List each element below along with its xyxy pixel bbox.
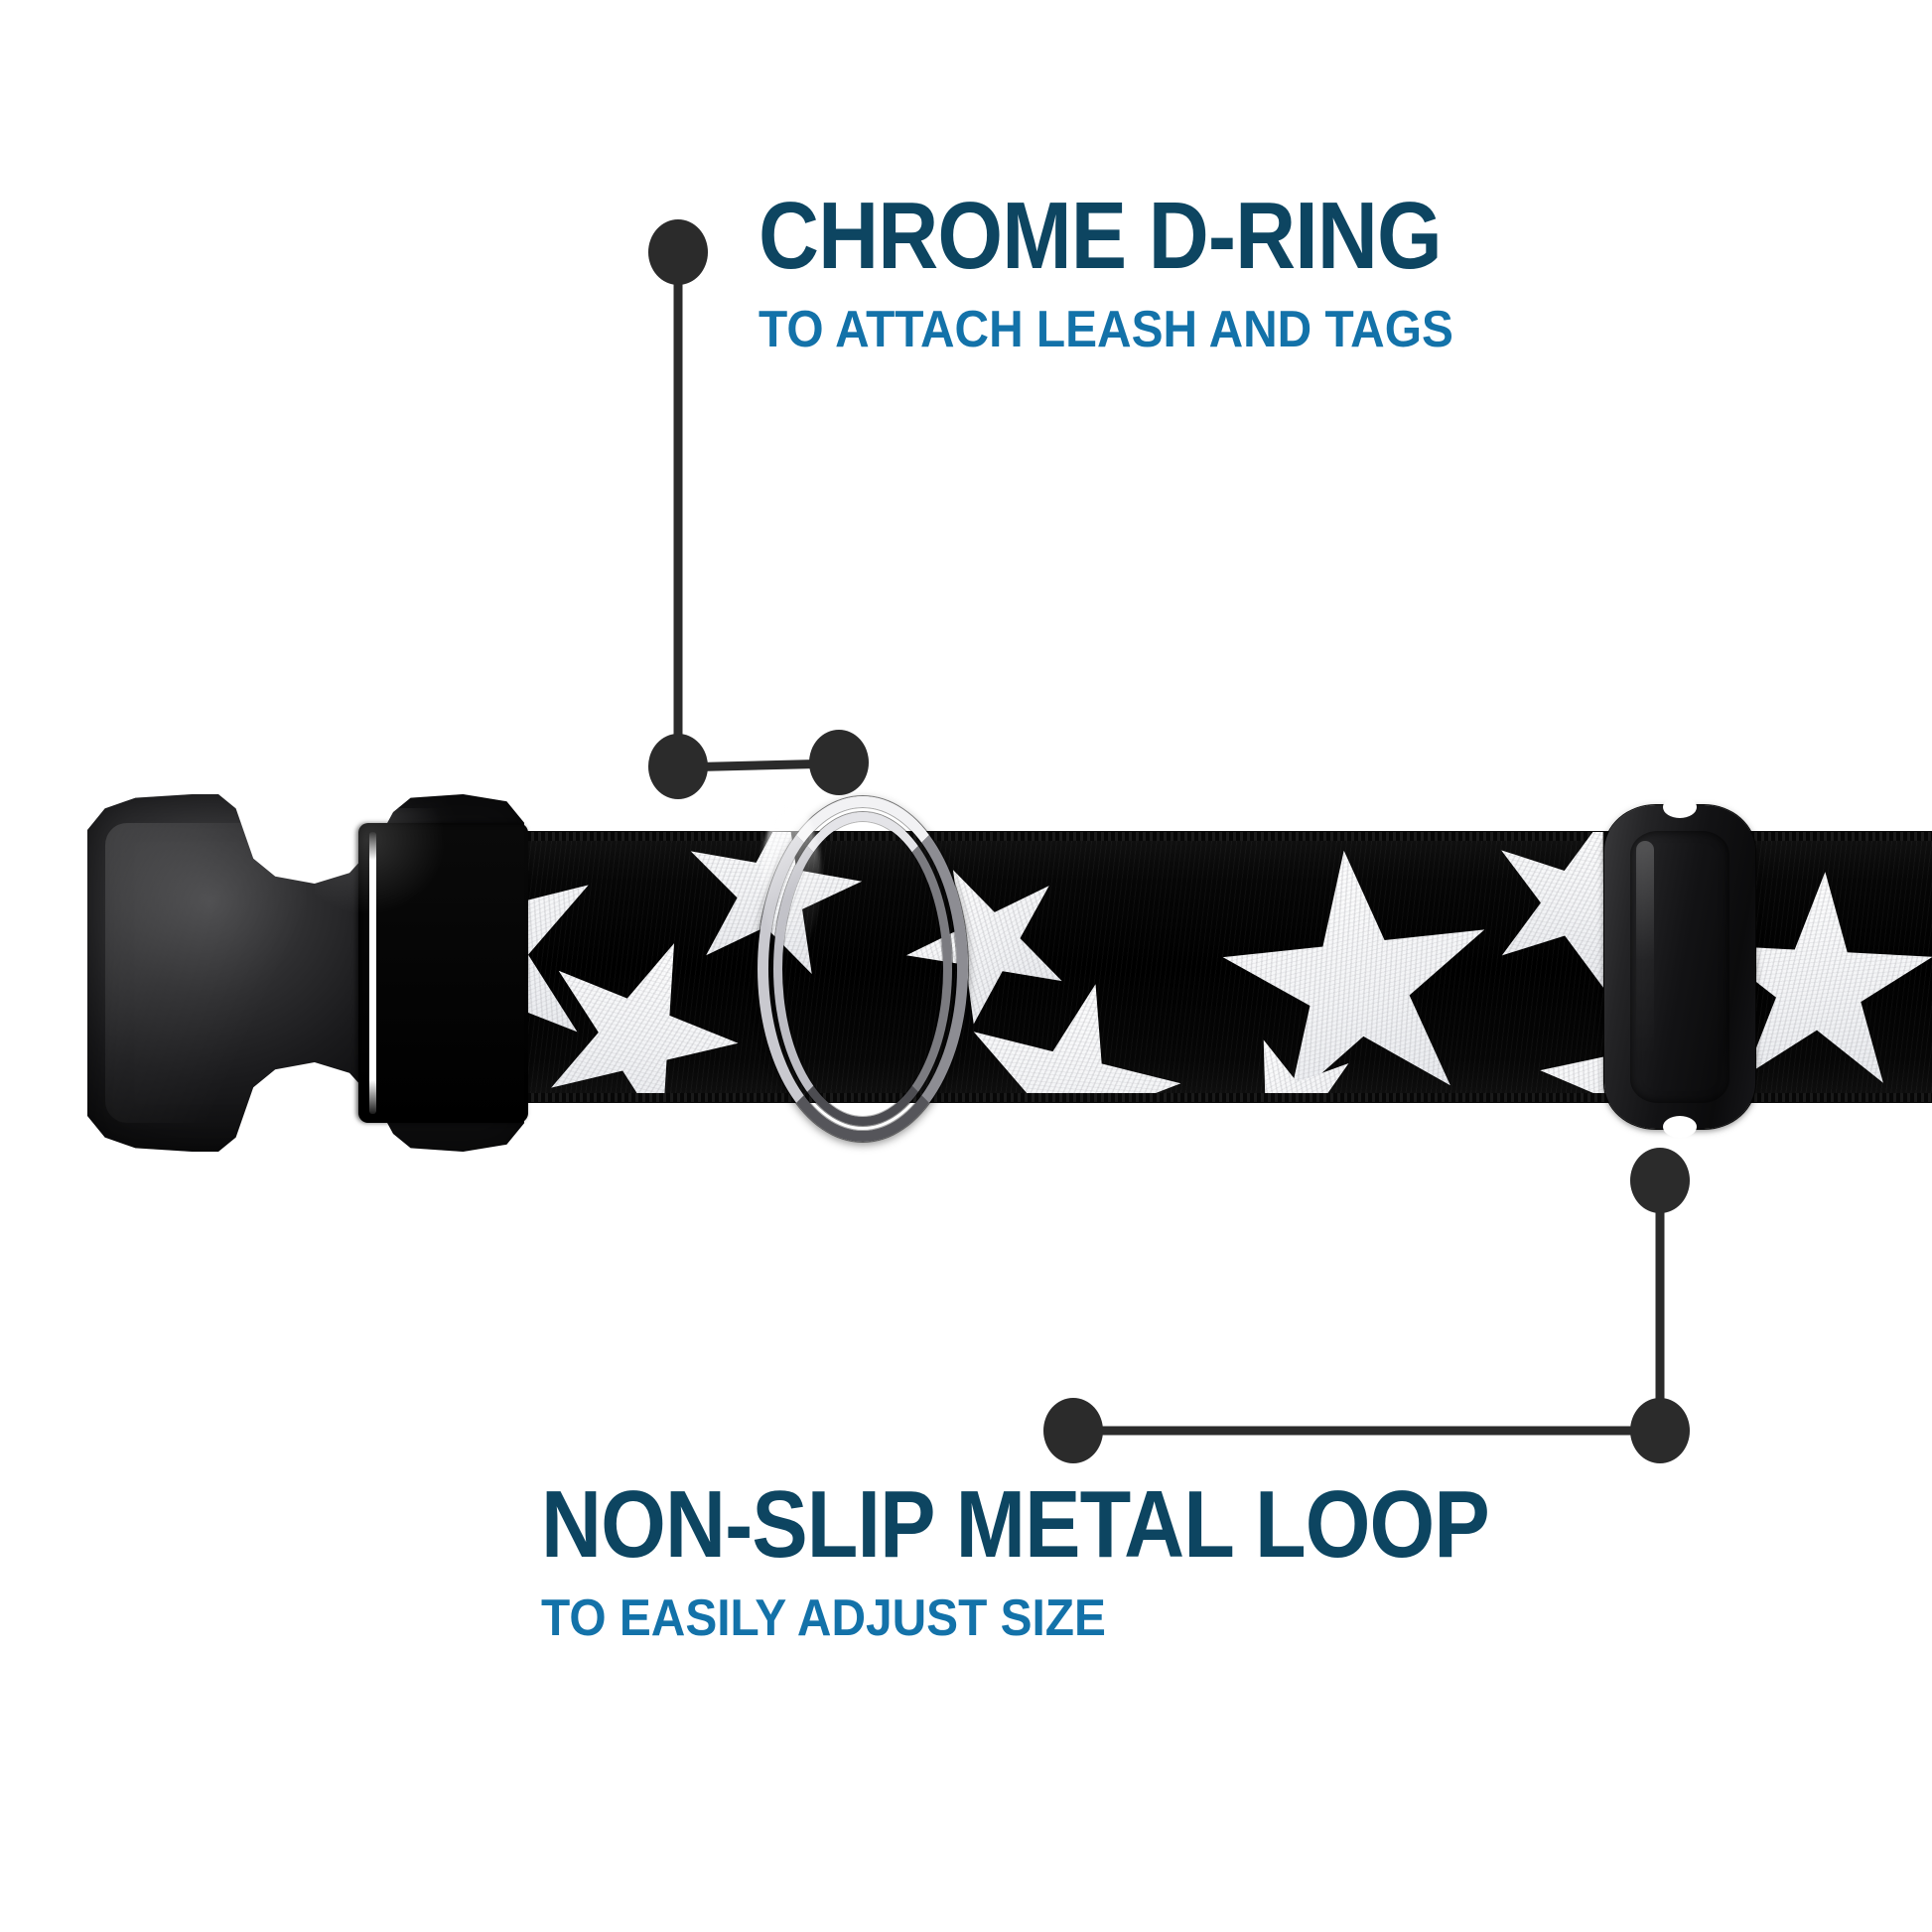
callout-subtitle-chrome-d-ring: TO ATTACH LEASH AND TAGS	[759, 301, 1453, 358]
callout-chrome-d-ring: CHROME D-RING TO ATTACH LEASH AND TAGS	[759, 183, 1535, 358]
metal-loop-sheen	[1636, 841, 1654, 1059]
callout-non-slip-metal-loop: NON-SLIP METAL LOOP TO EASILY ADJUST SIZ…	[541, 1471, 1618, 1647]
callout-title-chrome-d-ring: CHROME D-RING	[759, 183, 1443, 289]
side-release-buckle	[87, 794, 529, 1152]
metal-loop-frame	[1604, 805, 1755, 1129]
buckle-edge-highlight	[368, 831, 376, 1115]
metal-loop-notch-bottom	[1663, 1116, 1697, 1138]
callout-title-non-slip-metal-loop: NON-SLIP METAL LOOP	[541, 1471, 1490, 1578]
buckle-strap-slot	[357, 822, 529, 1124]
metal-loop-notch-top	[1663, 796, 1697, 818]
chrome-d-ring	[758, 796, 968, 1142]
metal-loop-window	[1630, 831, 1729, 1103]
d-ring-outer-band	[758, 796, 968, 1142]
non-slip-metal-loop	[1604, 796, 1755, 1138]
star-print-motif	[1213, 837, 1502, 1102]
callout-subtitle-non-slip-metal-loop: TO EASILY ADJUST SIZE	[541, 1589, 1106, 1647]
d-ring-inner-band	[773, 812, 952, 1126]
